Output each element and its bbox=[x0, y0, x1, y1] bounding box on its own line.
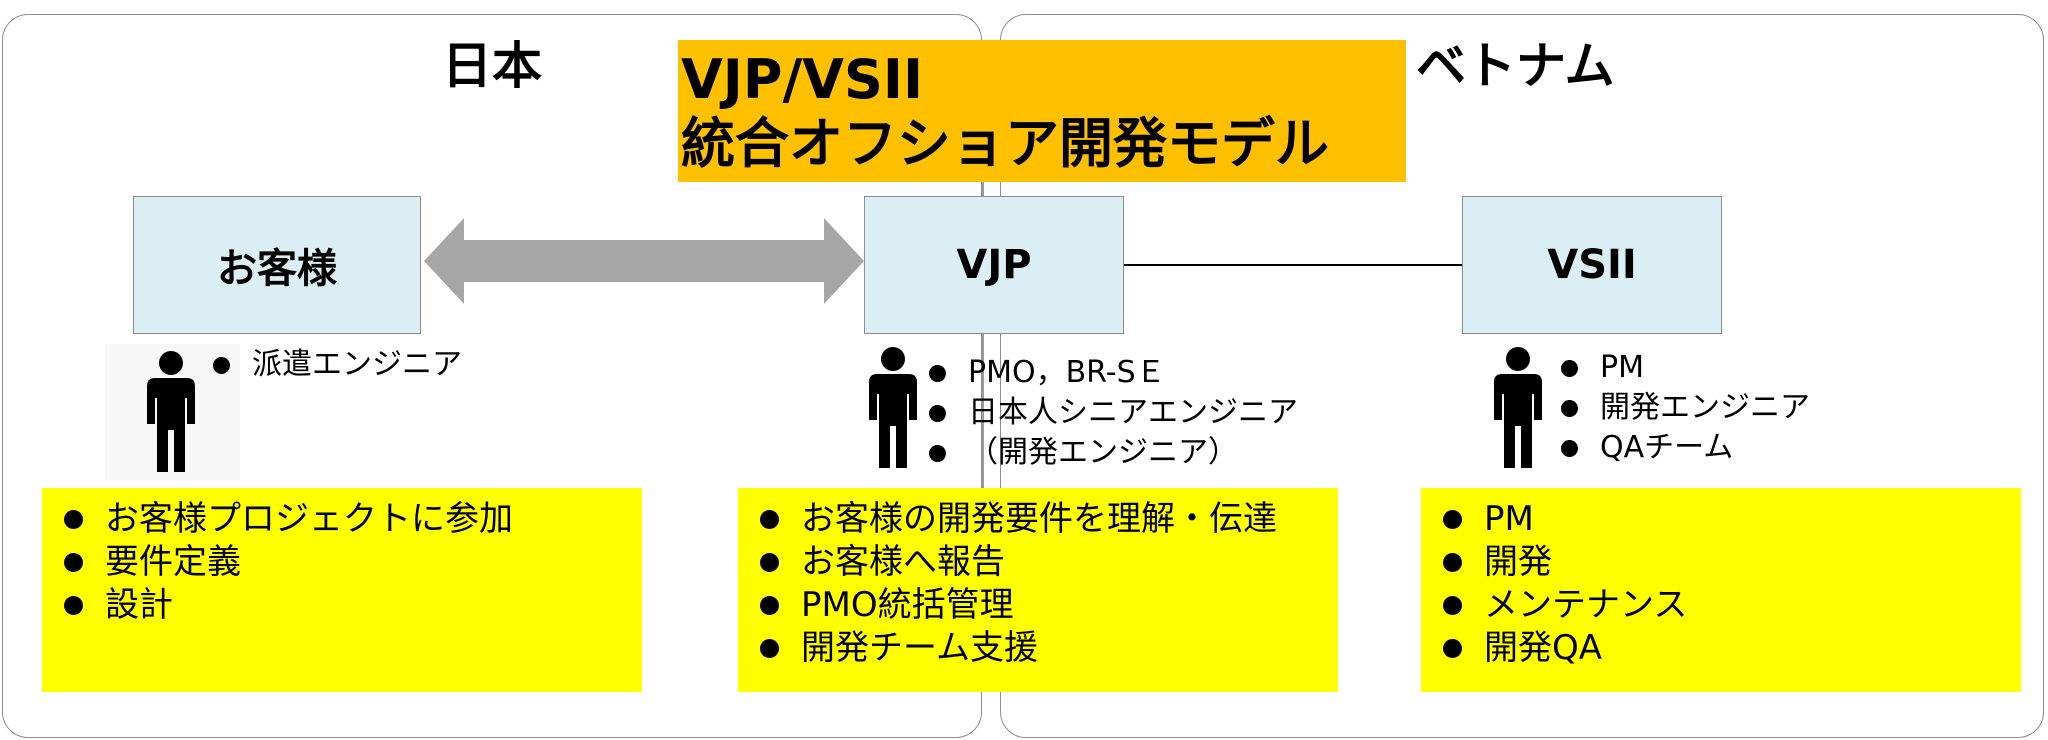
tasks-customer: お客様プロジェクトに参加 要件定義 設計 bbox=[42, 488, 642, 692]
list-item: お客様プロジェクトに参加 bbox=[64, 498, 642, 541]
list-item: メンテナンス bbox=[1443, 584, 2021, 627]
banner-line-1: VJP/VSII bbox=[681, 48, 924, 111]
task-label: PMO統括管理 bbox=[801, 585, 1014, 625]
role-label: （開発エンジニア） bbox=[968, 435, 1238, 470]
person-icon bbox=[147, 351, 195, 472]
bullet-icon bbox=[1443, 510, 1462, 529]
tasks-vsii: PM 開発 メンテナンス 開発QA bbox=[1421, 488, 2021, 692]
region-title-japan: 日本 bbox=[442, 37, 542, 95]
person-icon bbox=[1494, 347, 1542, 468]
task-label: 設計 bbox=[105, 585, 173, 625]
bullet-icon bbox=[64, 553, 83, 572]
bullet-icon bbox=[929, 364, 946, 382]
list-item: PMO統括管理 bbox=[760, 584, 1338, 627]
bullet-icon bbox=[1443, 553, 1462, 572]
tasks-vjp: お客様の開発要件を理解・伝達 お客様へ報告 PMO統括管理 開発チーム支援 bbox=[738, 488, 1338, 692]
role-label: PMO，BR-SＥ bbox=[968, 355, 1166, 390]
task-label: お客様の開発要件を理解・伝達 bbox=[801, 499, 1277, 539]
bullet-icon bbox=[64, 596, 83, 615]
bullet-icon bbox=[1443, 639, 1462, 658]
title-banner: VJP/VSII 統合オフショア開発モデル bbox=[678, 40, 1406, 182]
bullet-icon bbox=[213, 356, 230, 374]
bullet-icon bbox=[929, 404, 946, 422]
task-label: お客様へ報告 bbox=[801, 542, 1005, 582]
bullet-icon bbox=[1561, 399, 1578, 417]
banner-line-2: 統合オフショア開発モデル bbox=[681, 112, 1329, 175]
list-item: 要件定義 bbox=[64, 541, 642, 584]
vjp-connector-vertical bbox=[982, 182, 984, 602]
bullet-icon bbox=[1561, 359, 1578, 377]
task-label: 開発QA bbox=[1484, 628, 1603, 668]
list-item: 設計 bbox=[64, 584, 642, 627]
role-label: 開発エンジニア bbox=[1600, 390, 1810, 425]
role-label: 派遣エンジニア bbox=[252, 347, 462, 382]
list-item: PMO，BR-SＥ bbox=[929, 353, 1298, 393]
list-item: （開発エンジニア） bbox=[929, 433, 1298, 473]
list-item: 日本人シニアエンジニア bbox=[929, 393, 1298, 433]
bullet-icon bbox=[1561, 439, 1578, 457]
entity-vjp: VJP bbox=[864, 196, 1124, 334]
roles-vsii: PM 開発エンジニア QAチーム bbox=[1561, 348, 1810, 468]
role-label: 日本人シニアエンジニア bbox=[968, 395, 1298, 430]
bullet-icon bbox=[760, 596, 779, 615]
roles-customer: 派遣エンジニア bbox=[213, 345, 462, 385]
bullet-icon bbox=[760, 510, 779, 529]
bullet-icon bbox=[760, 553, 779, 572]
task-label: 開発 bbox=[1484, 542, 1552, 582]
bullet-icon bbox=[64, 510, 83, 529]
list-item: 開発 bbox=[1443, 541, 2021, 584]
roles-vjp: PMO，BR-SＥ 日本人シニアエンジニア （開発エンジニア） bbox=[929, 353, 1298, 473]
task-label: 要件定義 bbox=[105, 542, 241, 582]
double-headed-arrow-icon bbox=[424, 218, 864, 304]
task-label: お客様プロジェクトに参加 bbox=[105, 499, 513, 539]
bullet-icon bbox=[1443, 596, 1462, 615]
entity-customer: お客様 bbox=[133, 196, 421, 334]
list-item: 開発QA bbox=[1443, 627, 2021, 670]
role-label: QAチーム bbox=[1600, 430, 1734, 465]
list-item: PM bbox=[1561, 348, 1810, 388]
bullet-icon bbox=[760, 639, 779, 658]
entity-vsii: VSII bbox=[1462, 196, 1722, 334]
role-label: PM bbox=[1600, 350, 1644, 385]
bullet-icon bbox=[929, 444, 946, 462]
list-item: PM bbox=[1443, 498, 2021, 541]
region-title-vietnam: ベトナム bbox=[1416, 37, 1615, 95]
task-label: 開発チーム支援 bbox=[801, 628, 1038, 668]
person-icon bbox=[869, 347, 917, 468]
list-item: QAチーム bbox=[1561, 428, 1810, 468]
list-item: お客様の開発要件を理解・伝達 bbox=[760, 498, 1338, 541]
vjp-vsii-connector bbox=[1124, 264, 1462, 266]
list-item: 派遣エンジニア bbox=[213, 345, 462, 385]
list-item: お客様へ報告 bbox=[760, 541, 1338, 584]
task-label: PM bbox=[1484, 499, 1534, 539]
task-label: メンテナンス bbox=[1484, 585, 1688, 625]
list-item: 開発チーム支援 bbox=[760, 627, 1338, 670]
list-item: 開発エンジニア bbox=[1561, 388, 1810, 428]
